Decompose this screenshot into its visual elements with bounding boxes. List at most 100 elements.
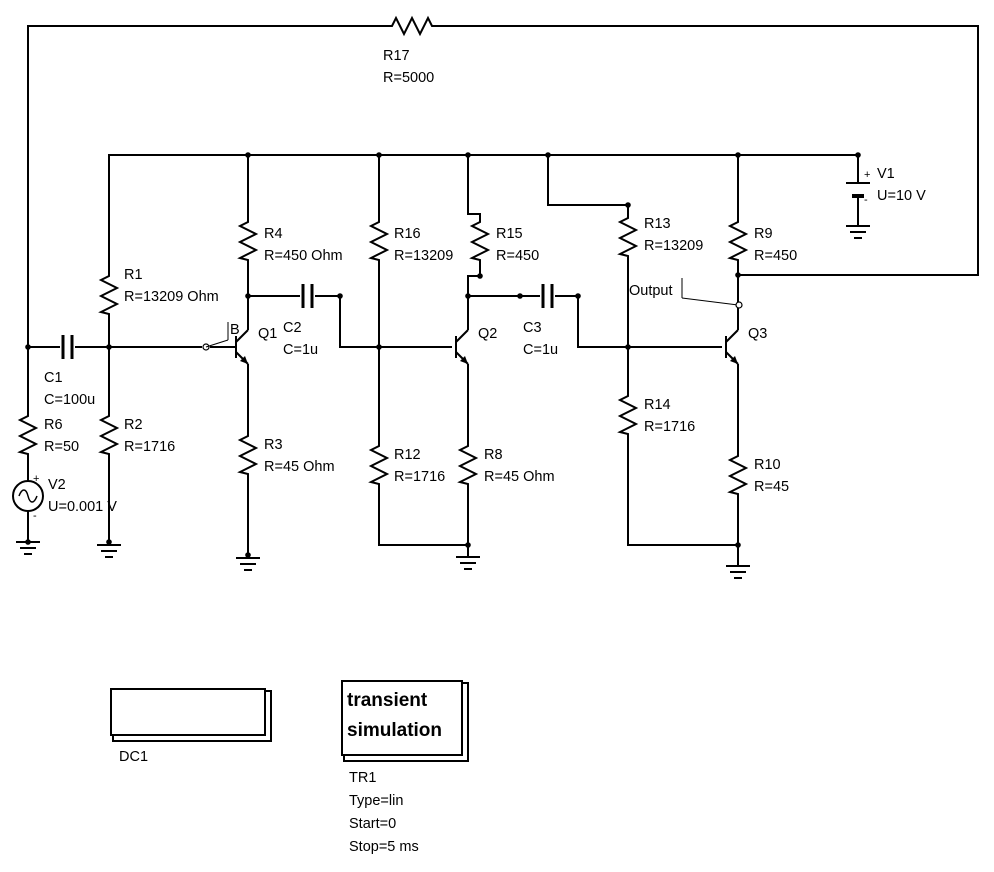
wire-feedback-right [440,25,979,276]
capacitor-c1-symbol[interactable] [61,335,74,359]
junction [625,202,631,208]
junction [376,344,382,350]
transient-simulation-title: transient simulation [343,682,461,746]
v2-name: V2 [48,477,66,493]
r12-name: R12 [394,447,421,463]
r2-name: R2 [124,417,143,433]
wire-r12-gnd [378,488,468,546]
transistor-q2-symbol[interactable] [455,329,469,365]
junction [517,293,523,299]
dc-source-v1-symbol[interactable] [846,182,870,198]
junction [545,152,551,158]
resistor-r10-symbol[interactable] [727,452,749,498]
r8-name: R8 [484,447,503,463]
r17-name: R17 [383,48,410,64]
resistor-r17-symbol[interactable] [380,15,440,37]
v1-plus: + [864,169,870,181]
resistor-r15-symbol[interactable] [469,218,491,264]
probe-output-marker[interactable] [681,278,743,309]
junction [625,344,631,350]
resistor-r8-symbol[interactable] [457,442,479,488]
transient-simulation-block[interactable]: transient simulation [341,680,463,756]
sources [12,182,870,512]
dc-simulation-name: DC1 [119,749,149,765]
r8-value: R=45 Ohm [484,469,555,485]
r4-value: R=450 Ohm [264,248,343,264]
transient-type: Type=lin [349,793,404,809]
transient-title-line2: simulation [347,720,443,741]
ground-symbol [456,545,480,570]
r6-value: R=50 [44,439,79,455]
resistor-r12-symbol[interactable] [368,442,390,488]
ground-symbol [846,225,870,239]
labels: R17 R=5000 R1 R=13209 Ohm R2 R=1716 R6 R… [33,48,926,522]
resistor-r3-symbol[interactable] [237,432,259,478]
wire-r15-q2c [467,264,481,330]
capacitor-c2-symbol[interactable] [301,284,314,308]
junction [245,293,251,299]
ac-source-v2-symbol[interactable] [12,480,44,512]
ground-symbol [726,565,750,579]
r13-value: R=13209 [644,238,703,254]
q3-name: Q3 [748,326,767,342]
junction [575,293,581,299]
resistor-r16-symbol[interactable] [368,218,390,264]
v2-minus: - [33,510,37,522]
resistors [17,15,749,498]
junction [106,539,112,545]
junction [855,152,861,158]
transient-name: TR1 [349,770,377,786]
r2-value: R=1716 [124,439,175,455]
resistor-r4-symbol[interactable] [237,218,259,264]
transistor-q1-symbol[interactable] [235,329,249,365]
r9-value: R=450 [754,248,797,264]
resistor-r14-symbol[interactable] [617,392,639,438]
capacitor-c3-symbol[interactable] [541,284,554,308]
r3-value: R=45 Ohm [264,459,335,475]
r14-name: R14 [644,397,671,413]
wire-r15-top [467,155,481,218]
wires [27,25,979,565]
transient-start: Start=0 [349,816,397,832]
transistors [235,329,739,365]
v1-name: V1 [877,166,895,182]
resistor-r1-symbol[interactable] [98,272,120,318]
resistor-r6-symbol[interactable] [17,412,39,458]
v1-minus: - [864,194,868,206]
wire-feedback-left [27,25,380,347]
junction [245,552,251,558]
r13-name: R13 [644,216,671,232]
v2-value: U=0.001 V [48,499,117,515]
transistor-q3-symbol[interactable] [725,329,739,365]
resistor-r9-symbol[interactable] [727,218,749,264]
q2-name: Q2 [478,326,497,342]
junction [376,152,382,158]
c1-value: C=100u [44,392,95,408]
ground-symbol [16,541,40,555]
r15-name: R15 [496,226,523,242]
r12-value: R=1716 [394,469,445,485]
c2-value: C=1u [283,342,318,358]
junctions [25,152,861,558]
r16-name: R16 [394,226,421,242]
junction [735,542,741,548]
r1-name: R1 [124,267,143,283]
junction [735,272,741,278]
v2-plus: + [33,473,39,485]
ground-symbol [236,557,260,571]
capacitors [61,284,554,359]
c1-name: C1 [44,370,63,386]
c2-name: C2 [283,320,302,336]
resistor-r13-symbol[interactable] [617,214,639,260]
r4-name: R4 [264,226,283,242]
junction [106,344,112,350]
resistor-r2-symbol[interactable] [98,412,120,458]
junction [337,293,343,299]
wire-c2-q2b [315,295,452,348]
r9-name: R9 [754,226,773,242]
probe-b-marker[interactable] [202,322,229,351]
junction [735,152,741,158]
dc-simulation-block[interactable] [110,688,266,736]
c3-name: C3 [523,320,542,336]
